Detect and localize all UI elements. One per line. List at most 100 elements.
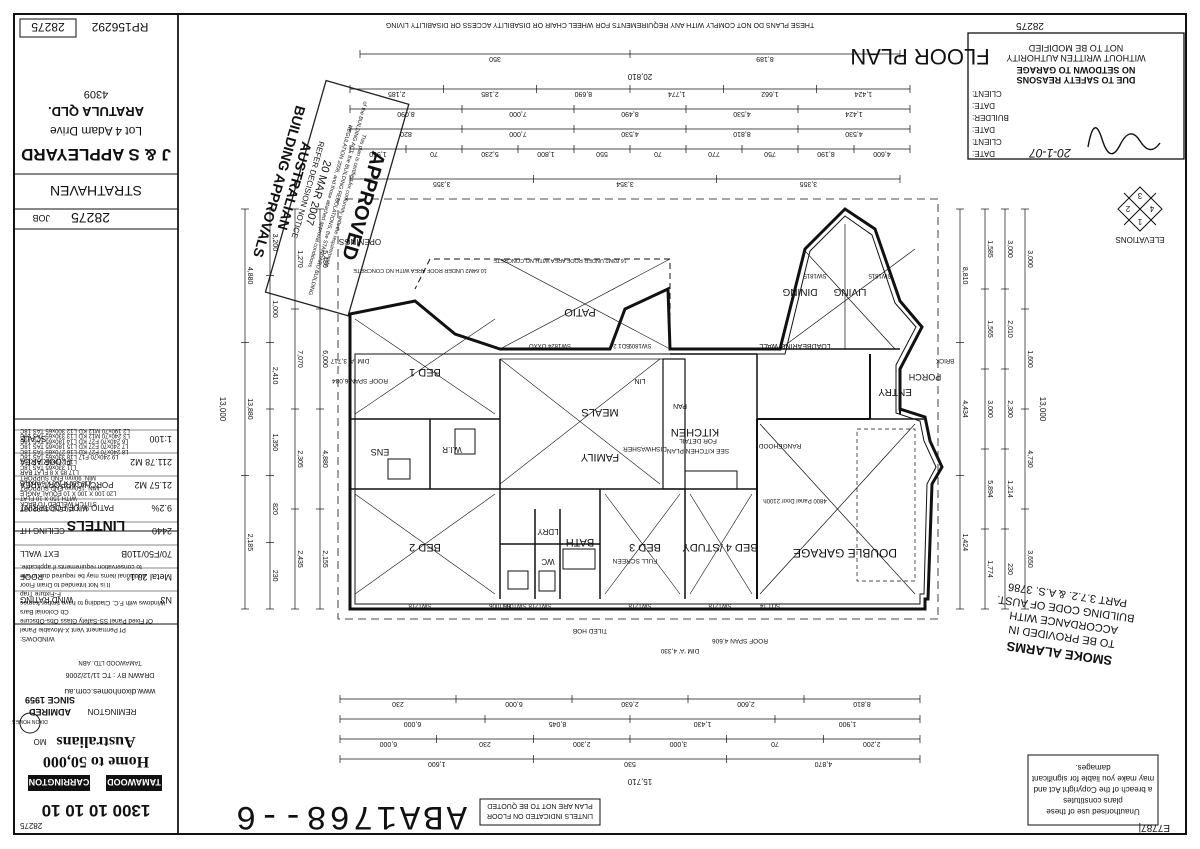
dimension-value: 6,000: [404, 720, 422, 727]
dimension-value: 2,185: [246, 534, 253, 552]
window-note: Of Fixed Panel SS-Safety Glass Obs-Obscu…: [20, 617, 153, 624]
dimension-value: 1,270: [296, 250, 303, 268]
authority-date3: DATE:: [972, 149, 995, 158]
dimension-value: 3,000: [1006, 240, 1013, 258]
dimension-overall-right: 13,000: [218, 397, 227, 422]
dimension-value: 4,434: [961, 400, 968, 418]
window-note: It is Not Intended to Drain Floor: [19, 581, 110, 588]
dimension-value: 8,189: [756, 55, 774, 62]
elev-3: 3: [1137, 191, 1142, 200]
lintel-note: L9 240x70 F17 L18 330x65 TAS 18C: [19, 453, 118, 459]
brick: BRICK: [936, 357, 954, 363]
dimension-value: 4,730: [1026, 450, 1033, 468]
lintel-note: STITCH WELDED TO BACK: [20, 500, 97, 506]
dimension-value: 2,600: [737, 700, 755, 707]
bottom-note-l1: LINTELS INDICATED ON FLOOR: [487, 812, 593, 819]
window-tag: SD1 14: [759, 602, 780, 608]
window-tag: SW1218: [408, 602, 432, 608]
brand-admired: ADMIRED: [29, 707, 71, 717]
client-lot: Lot 4 Adam Drive: [50, 124, 142, 138]
dimension-value: 1,800: [537, 150, 555, 157]
client-locality: ARATULA QLD.: [48, 104, 144, 119]
dimension-value: 1,214: [1006, 480, 1013, 498]
window-tag: SW1824 OXXO: [529, 342, 571, 348]
elev-2: 2: [1125, 204, 1130, 213]
dimension-value: 6,000: [505, 700, 523, 707]
lintels-title: LINTELS: [67, 518, 125, 534]
window-tag: SW1006: [503, 602, 527, 608]
dimension-value: 3,200: [271, 234, 278, 252]
dimension-value: 70: [771, 740, 779, 747]
window-tag: SW1218: [528, 602, 552, 608]
spec-label: SCALE: [20, 434, 46, 443]
window-tag: SW1815: [803, 272, 827, 278]
lintel-note: WITH 150 X 10 FLAT: [20, 495, 77, 501]
dimension-value: 2,305: [296, 450, 303, 468]
dimension-value: 1,600: [1026, 350, 1033, 368]
authority-l2: WITHOUT WRITTEN AUTHORITY: [1006, 53, 1145, 63]
copyright-l1: Unauthorised use of these: [1046, 807, 1140, 816]
dimension-overall-top: 20,810: [627, 72, 652, 81]
dimension-value: 4,880: [321, 450, 328, 468]
tiled-hob: TILED HOB: [573, 627, 607, 634]
design-name: STRATHAVEN: [50, 183, 142, 199]
room-label: BED 3: [629, 541, 661, 553]
authority-l4: DUE TO SAFETY REASONS: [1017, 75, 1136, 85]
copyright-note: Unauthorised use of these plans constitu…: [1027, 754, 1159, 826]
lintel-note: L20 100 X 100 X 10 EQUAL ANGLE: [20, 489, 117, 495]
room-label: DINING: [782, 286, 817, 297]
dimension-value: 230: [479, 740, 491, 747]
brand-dixon: DIXON HOMES: [12, 718, 48, 724]
room-label: BATH: [566, 536, 595, 548]
dimension-value: 3,000: [1026, 250, 1033, 268]
room-label: DOUBLE GARAGE: [793, 546, 897, 560]
dimension-value: 820: [400, 130, 412, 137]
dimension-value: 7,070: [296, 350, 303, 368]
dimension-value: 770: [708, 150, 720, 157]
dimension-value: 1,900: [839, 720, 857, 727]
spec-value: 70/F50/110B: [121, 549, 172, 559]
client-job-box: 28275: [31, 20, 65, 34]
dimension-value: 1,350: [271, 434, 278, 452]
builder-slogan2: Australians: [56, 733, 135, 750]
dimension-value: 4,530: [621, 130, 639, 137]
copyright-l3: a breach of the Copyright Act and: [1034, 785, 1153, 794]
window-tag: SW1809: [628, 342, 652, 348]
dimension-value: 13,880: [246, 398, 253, 420]
window-note: Cb Colonial Bars: [19, 608, 69, 615]
dimension-value: 550: [596, 150, 608, 157]
client-postcode: 4309: [84, 88, 108, 100]
job-no-top: 28275: [1016, 20, 1044, 31]
under-roof-1: 10.64M2 UNDER ROOF AREA WITH NO CONCRETE: [353, 267, 487, 273]
full-screen: FULL SCREEN: [612, 557, 657, 564]
lintel-note: L11 330x65 TAS 18C: [19, 463, 76, 469]
authority-client1: CLIENT:: [972, 89, 1002, 98]
bottom-note-l2: PLAN ARE NOT TO BE QUOTED: [487, 802, 592, 809]
lintel-note: MIN. 150mm END SUPPORT: [20, 484, 100, 490]
client-name: J & S APPLEYARD: [21, 145, 171, 164]
garage-door: 4800 Panel Door 2100h: [763, 497, 826, 503]
builder-logo-block: 1300 10 10 10 Home to 50,000 Australians…: [12, 659, 162, 820]
dimension-value: 1,000: [271, 300, 278, 318]
dimension-value: 1,424: [854, 90, 872, 97]
builder-phone: 1300 10 10 10: [42, 801, 151, 820]
dimension-value: 1,774: [986, 560, 993, 578]
window-tag: SW1218: [708, 602, 732, 608]
dimension-value: 2,185: [481, 90, 499, 97]
spec-value: Metal 20.1°: [126, 572, 172, 582]
spec-value: 9.2%: [151, 503, 172, 513]
lintel-note: L10 270x65 TAS 18C: [19, 458, 76, 464]
top-note: THESE PLANS DO NOT COMPLY WITH ANY REQUI…: [386, 21, 814, 28]
dimension-value: 3,355: [799, 180, 817, 187]
spec-label: EXT WALL: [19, 549, 59, 558]
dimension-value: 4,530: [733, 110, 751, 117]
dimension-value: 6,000: [379, 740, 397, 747]
builder-slogan: Home to 50,000: [43, 753, 149, 770]
dimension-value: 7,000: [509, 110, 527, 117]
window-note: to conservation requirements if applicab…: [20, 563, 142, 570]
dimension-value: 8,810: [733, 130, 751, 137]
